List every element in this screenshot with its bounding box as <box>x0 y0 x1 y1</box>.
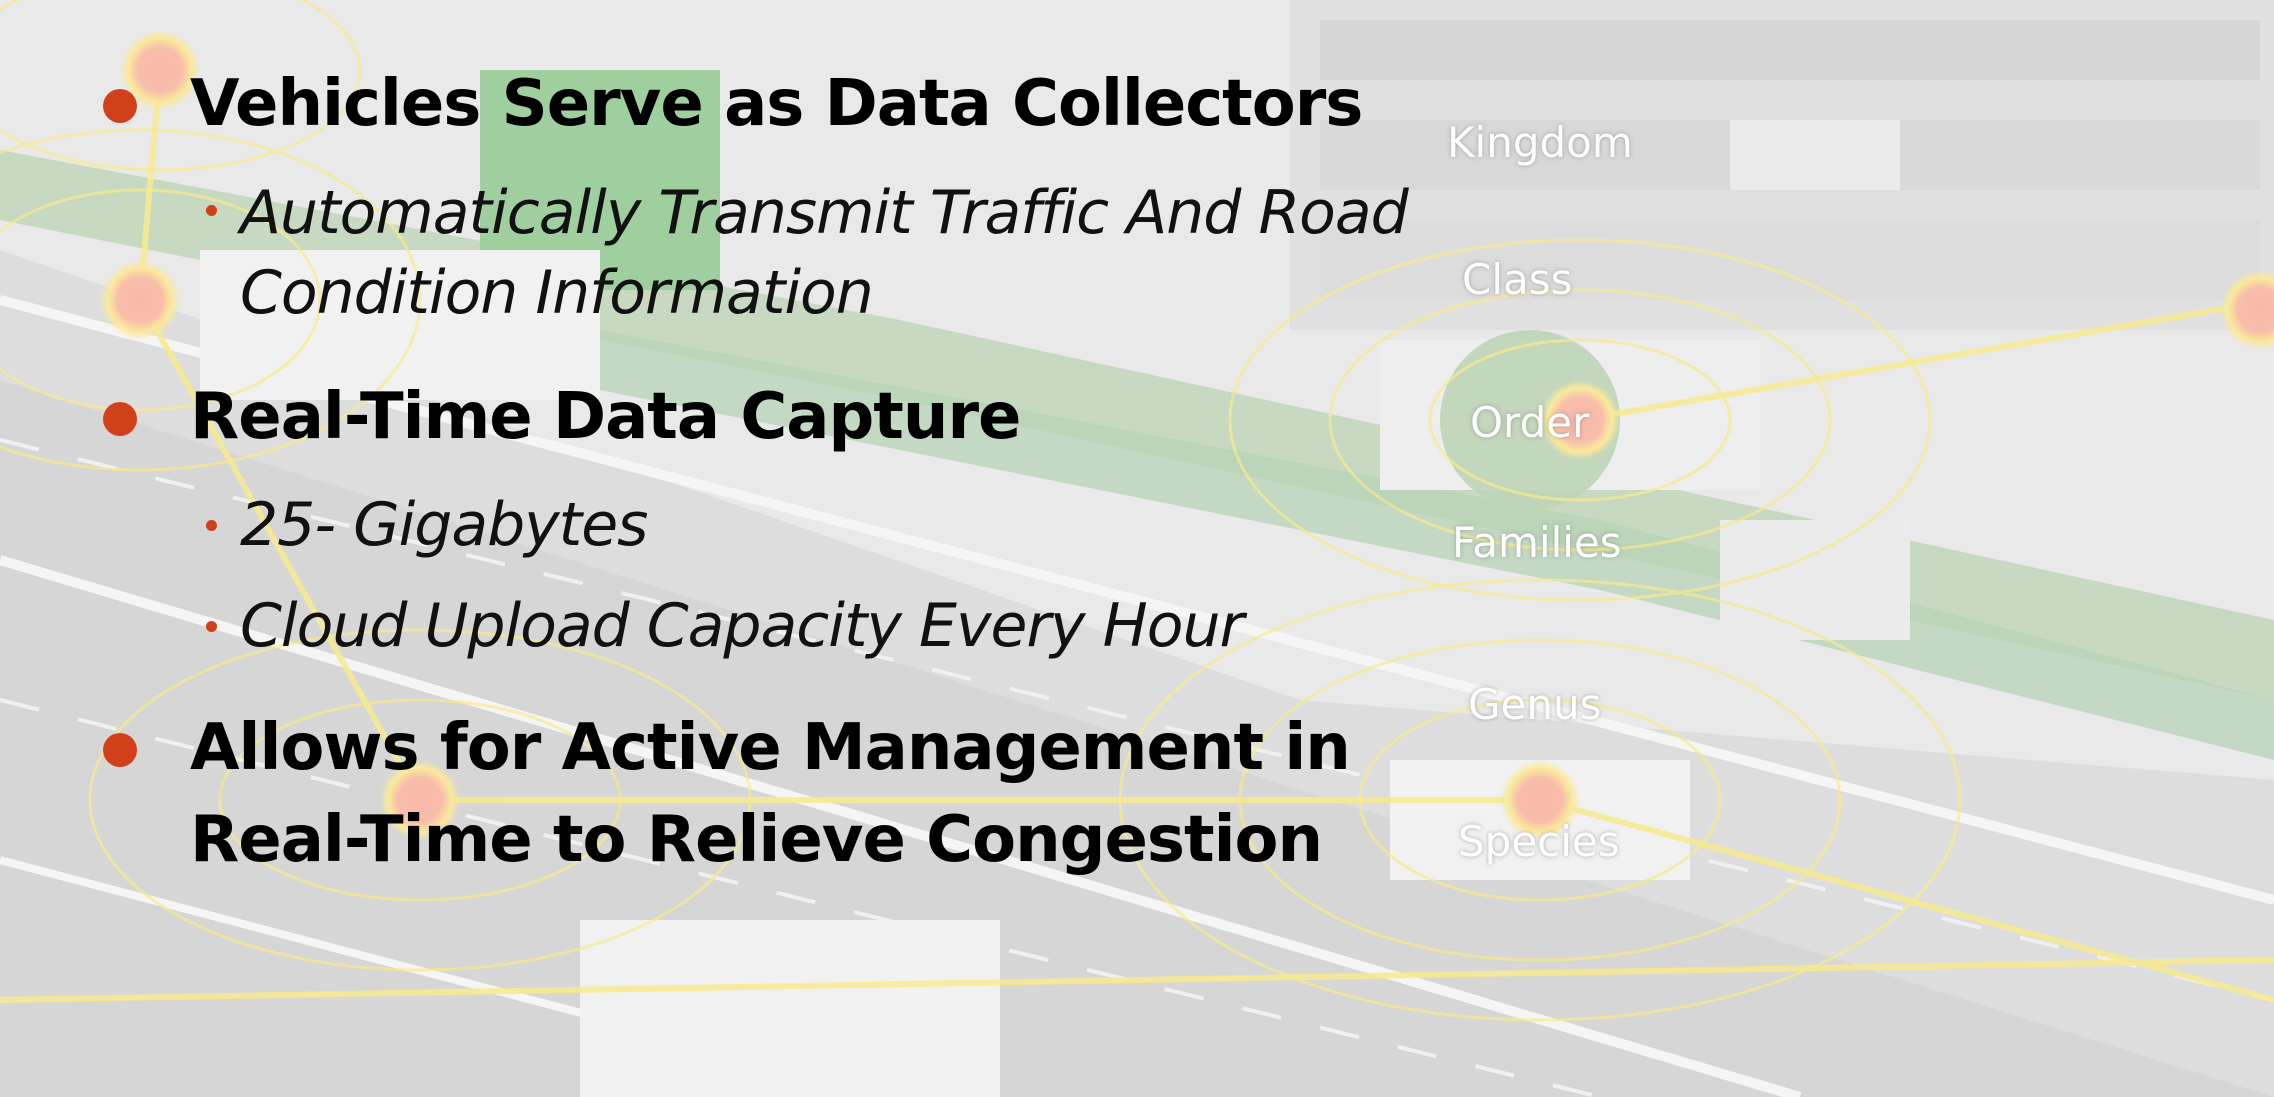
bullet-2-sub-2: Cloud Upload Capacity Every Hour <box>240 591 1244 661</box>
sub-bullet-dot-icon <box>206 520 217 531</box>
taxonomy-label-genus: Genus <box>1468 680 1602 729</box>
taxonomy-label-class: Class <box>1462 255 1573 304</box>
bullet-2-heading: Real-Time Data Capture <box>190 380 1021 454</box>
bullet-2-sub-1: 25- Gigabytes <box>240 490 648 560</box>
taxonomy-label-order: Order <box>1470 398 1590 447</box>
bullet-dot-icon <box>103 733 137 767</box>
taxonomy-label-species: Species <box>1458 817 1620 866</box>
bullet-3-heading-line-1: Allows for Active Management in <box>190 711 1351 785</box>
sub-bullet-dot-icon <box>206 205 217 216</box>
bullet-1-heading: Vehicles Serve as Data Collectors <box>190 67 1363 141</box>
bullet-dot-icon <box>103 89 137 123</box>
taxonomy-label-families: Families <box>1452 518 1622 567</box>
bullet-1-sub-1-line-2: Condition Information <box>240 258 874 328</box>
taxonomy-label-kingdom: Kingdom <box>1447 118 1633 167</box>
bullet-3-heading-line-2: Real-Time to Relieve Congestion <box>190 803 1323 877</box>
bullet-1-sub-1-line-1: Automatically Transmit Traffic And Road <box>240 178 1409 248</box>
sub-bullet-dot-icon <box>206 621 217 632</box>
bullet-dot-icon <box>103 402 137 436</box>
